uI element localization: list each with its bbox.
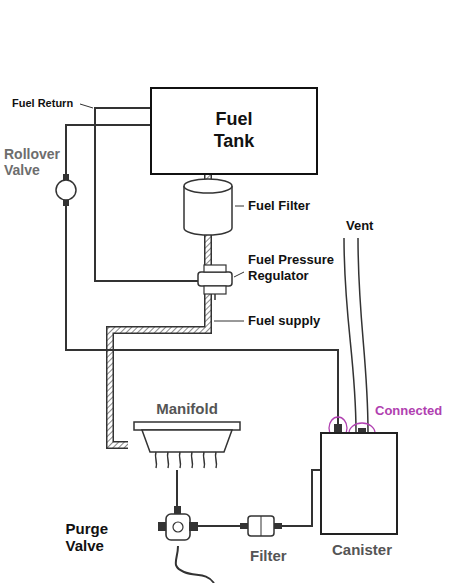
fuel-filter-symbol [184,179,232,235]
manifold-runner [215,452,216,468]
leader-line [214,321,244,322]
leader-line [235,206,244,207]
purge-valve-shape [158,506,198,546]
vent-tube [344,238,368,432]
leader-line [234,272,244,277]
part-label: Rollover Valve [4,146,60,178]
manifold-runner [191,452,192,468]
manifold-runner [203,452,204,468]
part-label: Filter [250,547,287,564]
part-label: Fuel Return [12,97,73,109]
intake-manifold: Manifold [128,400,246,470]
node-label: Canister [332,541,392,558]
charcoal-canister: Canister [320,432,398,535]
electric-wire [176,546,214,583]
pipe-line [176,470,178,506]
inline-filter-symbol [240,516,282,536]
purge-valve: Purge Valve [158,506,198,546]
pressure-regulator-symbol [198,265,232,300]
manifold-runner [155,452,156,468]
node-label: Manifold [128,400,246,418]
part-label: Fuel Filter [248,198,310,213]
manifold-runner [179,452,180,468]
part-label: Fuel Pressure Regulator [248,252,360,285]
node-label: Fuel Tank [214,109,255,152]
node-label: Purge Valve [65,520,108,555]
part-label: Fuel supply [248,313,320,328]
part-label: Vent [346,218,373,233]
fuel-tank-box: Fuel Tank [150,87,318,175]
rollover-valve-symbol [56,174,76,206]
manifold-runner [167,452,168,468]
vapor-line [177,470,178,506]
note-label: Connected [375,403,442,418]
leader-line [80,104,93,108]
